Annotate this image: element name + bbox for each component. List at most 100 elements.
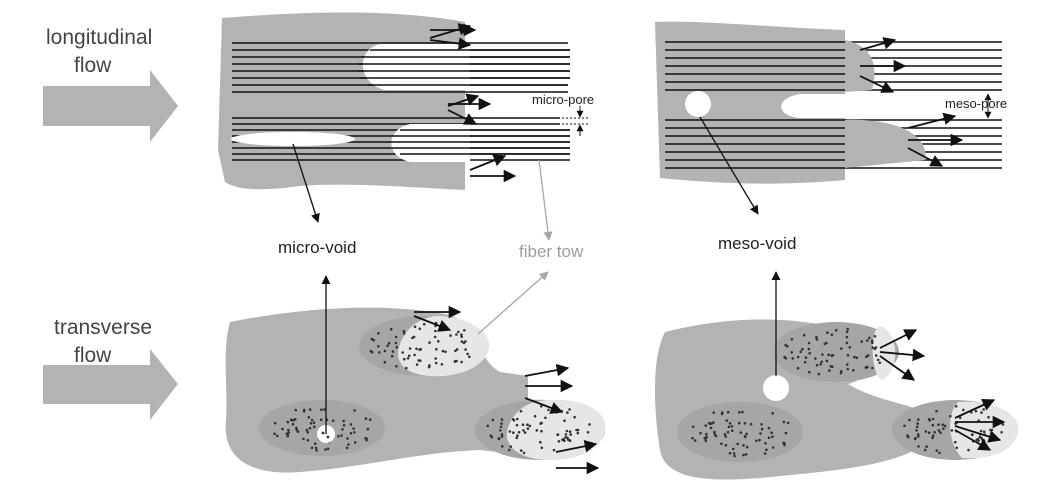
fiber-dot: [273, 432, 276, 436]
flow-front-arrows: [879, 329, 1006, 451]
fiber-dot: [765, 448, 768, 452]
fiber-dot: [712, 411, 715, 414]
micro-pore-label: micro-pore: [532, 92, 595, 107]
fiber-dot: [395, 364, 398, 368]
fiber-dot: [434, 357, 438, 360]
micro-void-dot: [321, 431, 325, 435]
transverse-meso-panel: [655, 271, 1019, 480]
fiber-dot: [704, 439, 708, 443]
fiber-dot: [817, 372, 821, 376]
fiber-dot: [828, 369, 831, 372]
flow-front-arrows: [429, 23, 517, 183]
fiber-dot: [516, 434, 519, 438]
fiber-dot: [796, 355, 800, 359]
fiber-dot: [418, 348, 421, 351]
fiber-dot: [434, 361, 438, 365]
fiber-dot: [982, 430, 986, 434]
fiber-dot: [807, 341, 811, 345]
fiber-dot: [802, 333, 806, 337]
fiber-dot: [341, 428, 344, 431]
fiber-dot: [808, 370, 811, 374]
fiber-dot: [982, 408, 985, 411]
fiber-dot: [739, 431, 743, 434]
fiber-dot: [383, 349, 387, 353]
fiber-dot: [326, 447, 330, 451]
fiber-dot: [871, 346, 874, 349]
fiber-dot: [345, 446, 349, 450]
fiber-dot: [814, 357, 817, 360]
fiber-dot: [457, 330, 460, 334]
fiber-dot: [982, 438, 985, 442]
fiber-dot: [563, 419, 566, 423]
fiber-dot: [310, 446, 314, 450]
fiber-dot: [733, 454, 736, 458]
fiber-dot: [539, 440, 542, 444]
fiber-dot: [500, 435, 504, 438]
fiber-dot: [873, 335, 877, 338]
fiber-dot: [389, 327, 393, 331]
fiber-dot: [586, 431, 590, 434]
fiber-dot: [903, 424, 906, 428]
fiber-dot: [815, 335, 818, 339]
fiber-dot: [306, 431, 310, 434]
fiber-dot: [331, 419, 335, 423]
fiber-dot: [314, 446, 318, 450]
fiber-dot: [309, 422, 313, 425]
fiber-dot: [394, 335, 398, 339]
fiber-dot: [486, 424, 490, 428]
fiber-dot: [568, 408, 571, 411]
fiber-dot: [949, 414, 952, 418]
fiber-dot: [522, 429, 525, 432]
longitudinal-flow-label-line1: longitudinal: [46, 26, 153, 49]
fiber-dot: [565, 429, 569, 433]
fiber-dot: [507, 448, 511, 452]
fiber-dot: [819, 363, 822, 366]
fiber-dot: [720, 411, 724, 414]
fiber-dot: [568, 438, 571, 442]
fiber-dot: [939, 431, 942, 434]
fiber-dot: [860, 340, 863, 343]
fiber-dot: [829, 365, 833, 368]
fiber-dot: [830, 333, 834, 337]
fiber-dot: [935, 449, 939, 452]
fiber-dot: [758, 438, 761, 442]
fiber-dot: [468, 355, 471, 359]
resin-front-lower: [391, 124, 470, 162]
fiber-dot: [413, 325, 417, 329]
fiber-dot: [745, 445, 749, 449]
fiber-dot: [971, 433, 974, 436]
fiber-dot: [564, 433, 568, 436]
fiber-dot: [853, 355, 856, 359]
fiber-dot: [291, 422, 295, 426]
fiber-dot: [286, 420, 290, 424]
fiber-dot: [498, 429, 502, 432]
fiber-dot: [319, 418, 323, 422]
fiber-dot: [500, 433, 504, 436]
fiber-dot: [801, 347, 804, 351]
fiber-dot: [906, 434, 909, 437]
micro-void-leader: [292, 143, 320, 223]
fiber-dot: [433, 335, 437, 339]
transverse-flow-label-line1: transverse: [54, 316, 153, 339]
fiber-dot: [455, 333, 458, 336]
fiber-dot: [575, 428, 578, 432]
fiber-dot: [989, 428, 992, 432]
fiber-dot: [866, 339, 869, 342]
fiber-dot: [784, 343, 787, 347]
fiber-dot: [422, 322, 426, 326]
fiber-dot: [699, 431, 702, 435]
longitudinal-meso-panel: [655, 21, 1002, 215]
fiber-dot: [308, 408, 312, 411]
fiber-dot: [726, 430, 730, 434]
fiber-dot: [347, 443, 350, 446]
micro-pore-marker: [562, 106, 588, 136]
fiber-dot: [804, 356, 808, 359]
fiber-dot: [441, 349, 445, 353]
fiber-dot: [515, 423, 519, 427]
fiber-dot: [745, 432, 748, 436]
longitudinal-flow-arrow: [43, 70, 178, 142]
fiber-dot: [976, 437, 980, 441]
fiber-dot: [449, 334, 452, 337]
fiber-dot: [742, 444, 745, 447]
